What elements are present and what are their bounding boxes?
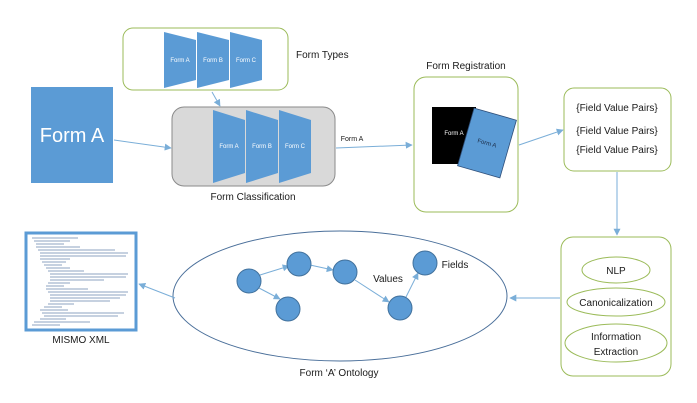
field-value-pair-3: {Field Value Pairs}: [576, 145, 658, 156]
flow-arrows: [113, 91, 621, 302]
field-value-pairs-box: [563, 87, 672, 172]
ontology-values-label: Values: [373, 274, 403, 285]
registration-back-page-label: Form A: [444, 131, 463, 137]
information-extraction-label-line2: Extraction: [594, 347, 638, 358]
ontology-title: Form ‘A’ Ontology: [300, 368, 379, 379]
ontology-edge: [404, 272, 419, 300]
form-types-form-a-shape: [164, 32, 196, 88]
form-types-form-a-label: Form A: [170, 58, 189, 64]
classification-form-b-shape: [246, 110, 278, 183]
arrow-form-types-to-classification: [211, 91, 221, 107]
ontology-node: [387, 295, 413, 321]
mismo-xml-label: MISMO XML: [52, 335, 110, 346]
processing-group: NLP Canonicalization Information Extract…: [560, 236, 672, 377]
classification-output-label: Form A: [341, 136, 364, 143]
nlp-ellipse: [581, 256, 651, 284]
classification-form-a-shape: [213, 110, 245, 183]
ontology-edge: [259, 264, 290, 276]
arrow-ontology-to-mismo: [138, 283, 176, 299]
form-types-form-b-label: Form B: [203, 58, 223, 64]
input-form-group: Form A: [31, 87, 113, 183]
ontology-node: [412, 250, 438, 276]
classification-form-c-label: Form C: [285, 144, 306, 150]
input-form-a-block: [31, 87, 113, 183]
information-extraction-label-line1: Information: [591, 332, 641, 343]
mismo-xml-document: [24, 231, 138, 332]
field-value-pair-1: {Field Value Pairs}: [576, 103, 658, 114]
form-classification-group: Form A Form B Form C Form Classification…: [171, 106, 364, 203]
form-types-form-b-shape: [197, 32, 229, 88]
registration-front-page-label: Form A: [477, 138, 497, 149]
input-form-a-label: Form A: [40, 125, 105, 147]
form-types-group: Form A Form B Form C Form Types: [122, 27, 349, 91]
registration-front-page: [457, 107, 517, 179]
classification-form-b-label: Form B: [252, 144, 272, 150]
mismo-xml-text-lines: [32, 237, 128, 326]
arrow-registration-to-pairs: [518, 128, 564, 146]
ontology-node: [275, 296, 301, 322]
form-types-form-c-shape: [230, 32, 262, 88]
form-types-form-c-label: Form C: [236, 58, 257, 64]
ontology-node: [236, 268, 262, 294]
nlp-label: NLP: [606, 266, 626, 277]
arrow-classification-to-registration: [335, 141, 413, 149]
canonicalization-label: Canonicalization: [579, 298, 652, 309]
field-value-pairs-group: {Field Value Pairs} {Field Value Pairs} …: [563, 87, 672, 172]
arrow-input-to-classification: [113, 139, 172, 151]
form-registration-group: Form Registration Form A Form A: [413, 61, 519, 213]
ontology-node: [332, 259, 358, 285]
form-types-title: Form Types: [296, 50, 349, 61]
ontology-edge: [309, 264, 334, 273]
canonicalization-ellipse: [566, 287, 666, 317]
classification-form-c-shape: [279, 110, 311, 183]
ontology-group: Values Fields Form ‘A’ Ontology: [172, 230, 508, 379]
mismo-xml-group: MISMO XML: [24, 231, 138, 346]
ontology-edge: [258, 287, 281, 300]
ontology-fields-label: Fields: [442, 260, 469, 271]
information-extraction-ellipse: [564, 323, 668, 363]
form-classification-title: Form Classification: [210, 192, 295, 203]
ontology-node: [286, 251, 312, 277]
ontology-edge: [354, 279, 390, 303]
ontology-ellipse: [172, 230, 508, 362]
classification-form-a-label: Form A: [219, 144, 238, 150]
field-value-pair-2: {Field Value Pairs}: [576, 126, 658, 137]
form-registration-title: Form Registration: [426, 61, 505, 72]
